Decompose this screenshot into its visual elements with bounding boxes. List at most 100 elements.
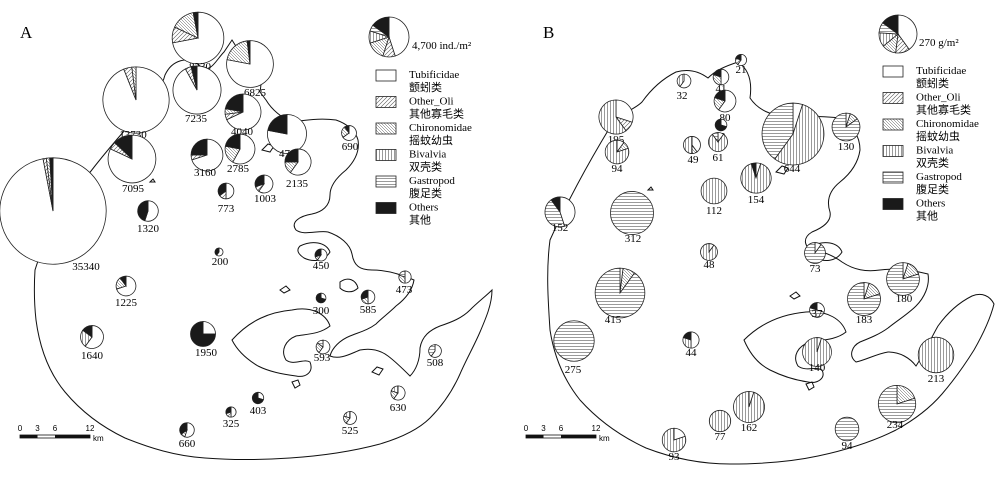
pie-slice-biv (708, 133, 728, 152)
legend-pie-a (368, 16, 410, 58)
panel-a-scale-tick-3: 3 (35, 424, 40, 433)
panel-a-scale-bar: 0 3 6 12 km (18, 424, 104, 443)
site-label: 183 (856, 314, 873, 326)
legend-label-en: Chironomidae (409, 122, 472, 134)
site-label: 234 (887, 419, 904, 431)
panel-b-scale-tick-6: 6 (559, 424, 564, 433)
panel-b-scale-bar: 0 3 6 12 km (524, 424, 610, 443)
site-label: 44 (686, 347, 698, 359)
pie-slice-oth (809, 302, 818, 311)
site-label: 7095 (122, 183, 145, 195)
pie-slice-biv (733, 391, 765, 423)
pie-slice-oth (315, 292, 327, 304)
site-label: 275 (565, 364, 582, 376)
site-pie-b-14 (610, 191, 654, 235)
site-pie-a-0 (0, 157, 107, 265)
pie-slice-biv (390, 385, 399, 394)
pie-slice-oth (284, 148, 299, 163)
panel-a-legend: 4,700 ind./m² Tubificidae颤蚓类Other_Oli其他寡… (368, 16, 472, 227)
site-pie-b-26 (877, 384, 917, 424)
site-pie-b-11 (740, 162, 772, 194)
site-pie-a-8 (190, 138, 224, 172)
pie-slice-oth (714, 89, 726, 102)
site-label: 73 (810, 263, 822, 275)
pie-slice-gas (428, 344, 436, 357)
legend-swatch-gas (882, 171, 904, 184)
pie-slice-tub (258, 174, 274, 194)
site-pie-b-12 (700, 177, 728, 205)
pie-slice-gas (804, 242, 826, 264)
pie-slice-oth (225, 406, 232, 415)
pie-slice-gas (610, 191, 654, 235)
pie-slice-biv (661, 427, 687, 453)
pie-slice-oth (682, 331, 692, 341)
pie-slice-biv (708, 409, 732, 433)
pie-slice-gas (398, 270, 406, 278)
pie-slice-tub (691, 136, 701, 153)
site-label: 41 (716, 83, 727, 95)
pie-slice-gas (553, 320, 595, 362)
site-pie-b-19 (847, 282, 881, 316)
legend-label-cn: 摇蚊幼虫 (916, 129, 960, 143)
site-pie-a-13 (217, 182, 235, 200)
pie-slice-tub (430, 344, 442, 358)
panel-a: A 35340137308330723568257095404047603160… (0, 11, 493, 460)
site-pie-b-21 (682, 331, 700, 349)
panel-b-legend-scale-value: 270 g/m² (919, 37, 959, 49)
site-pie-a-11 (341, 125, 357, 141)
panel-b-legend-items: Tubificidae颤蚓类Other_Oli其他寡毛类Chironomidae… (882, 65, 979, 223)
pie-slice-tub (559, 196, 576, 227)
pie-slice-tub (404, 270, 412, 284)
site-pie-a-21 (80, 325, 104, 349)
site-pie-b-29 (661, 427, 687, 453)
pie-slice-oth (314, 248, 322, 258)
legend-label-en: Chironomidae (916, 118, 979, 130)
site-pie-a-26 (251, 391, 265, 405)
site-pie-a-29 (179, 422, 195, 438)
pie-slice-gas (831, 112, 861, 142)
panel-b-scale-unit: km (599, 434, 610, 443)
pie-slice-oth (224, 133, 241, 150)
site-pie-a-23 (315, 339, 331, 355)
legend-label-en: Bivalvia (409, 149, 446, 161)
site-pie-a-10 (284, 148, 312, 176)
panel-a-legend-items: Tubificidae颤蚓类Other_Oli其他寡毛类Chironomidae… (375, 69, 472, 227)
site-pie-a-18 (115, 275, 137, 297)
pie-slice-oth (254, 174, 265, 188)
site-label: 1225 (115, 297, 138, 309)
site-label: 21 (736, 64, 747, 76)
pie-slice-oth (251, 391, 264, 405)
site-pie-a-12 (254, 174, 274, 194)
pie-slice-gas (544, 199, 566, 228)
pie-slice-tub (718, 89, 737, 113)
panel-a-scale-unit: km (93, 434, 104, 443)
site-label: 213 (928, 373, 945, 385)
site-label: 35340 (72, 261, 100, 273)
pie-slice-oth (735, 54, 742, 61)
pie-slice-tub (679, 73, 692, 89)
site-label: 200 (212, 256, 229, 268)
pie-slice-oth (192, 11, 199, 39)
site-pie-b-18 (809, 302, 825, 318)
pie-slice-tub (202, 321, 216, 335)
site-label: 162 (741, 422, 758, 434)
pie-slice-tub (84, 325, 104, 349)
panel-b-scale-tick-0: 0 (524, 424, 529, 433)
pie-slice-biv (343, 411, 351, 419)
legend-label-en: Others (916, 198, 945, 210)
pie-slice-biv (598, 99, 627, 135)
site-pie-b-20 (594, 267, 646, 319)
pie-slice-oth (49, 157, 54, 212)
pie-slice-gas (711, 132, 719, 144)
pie-slice-gas (761, 102, 794, 160)
pie-slice-gas (886, 262, 920, 296)
panel-b-scale-tick-12: 12 (592, 424, 601, 433)
panel-b: B 21324180231954961644130941541121523124… (524, 14, 995, 465)
pie-slice-oth (550, 196, 561, 214)
legend-swatch-tub (882, 65, 904, 78)
site-pie-a-27 (225, 406, 237, 418)
site-label: 2135 (286, 178, 309, 190)
